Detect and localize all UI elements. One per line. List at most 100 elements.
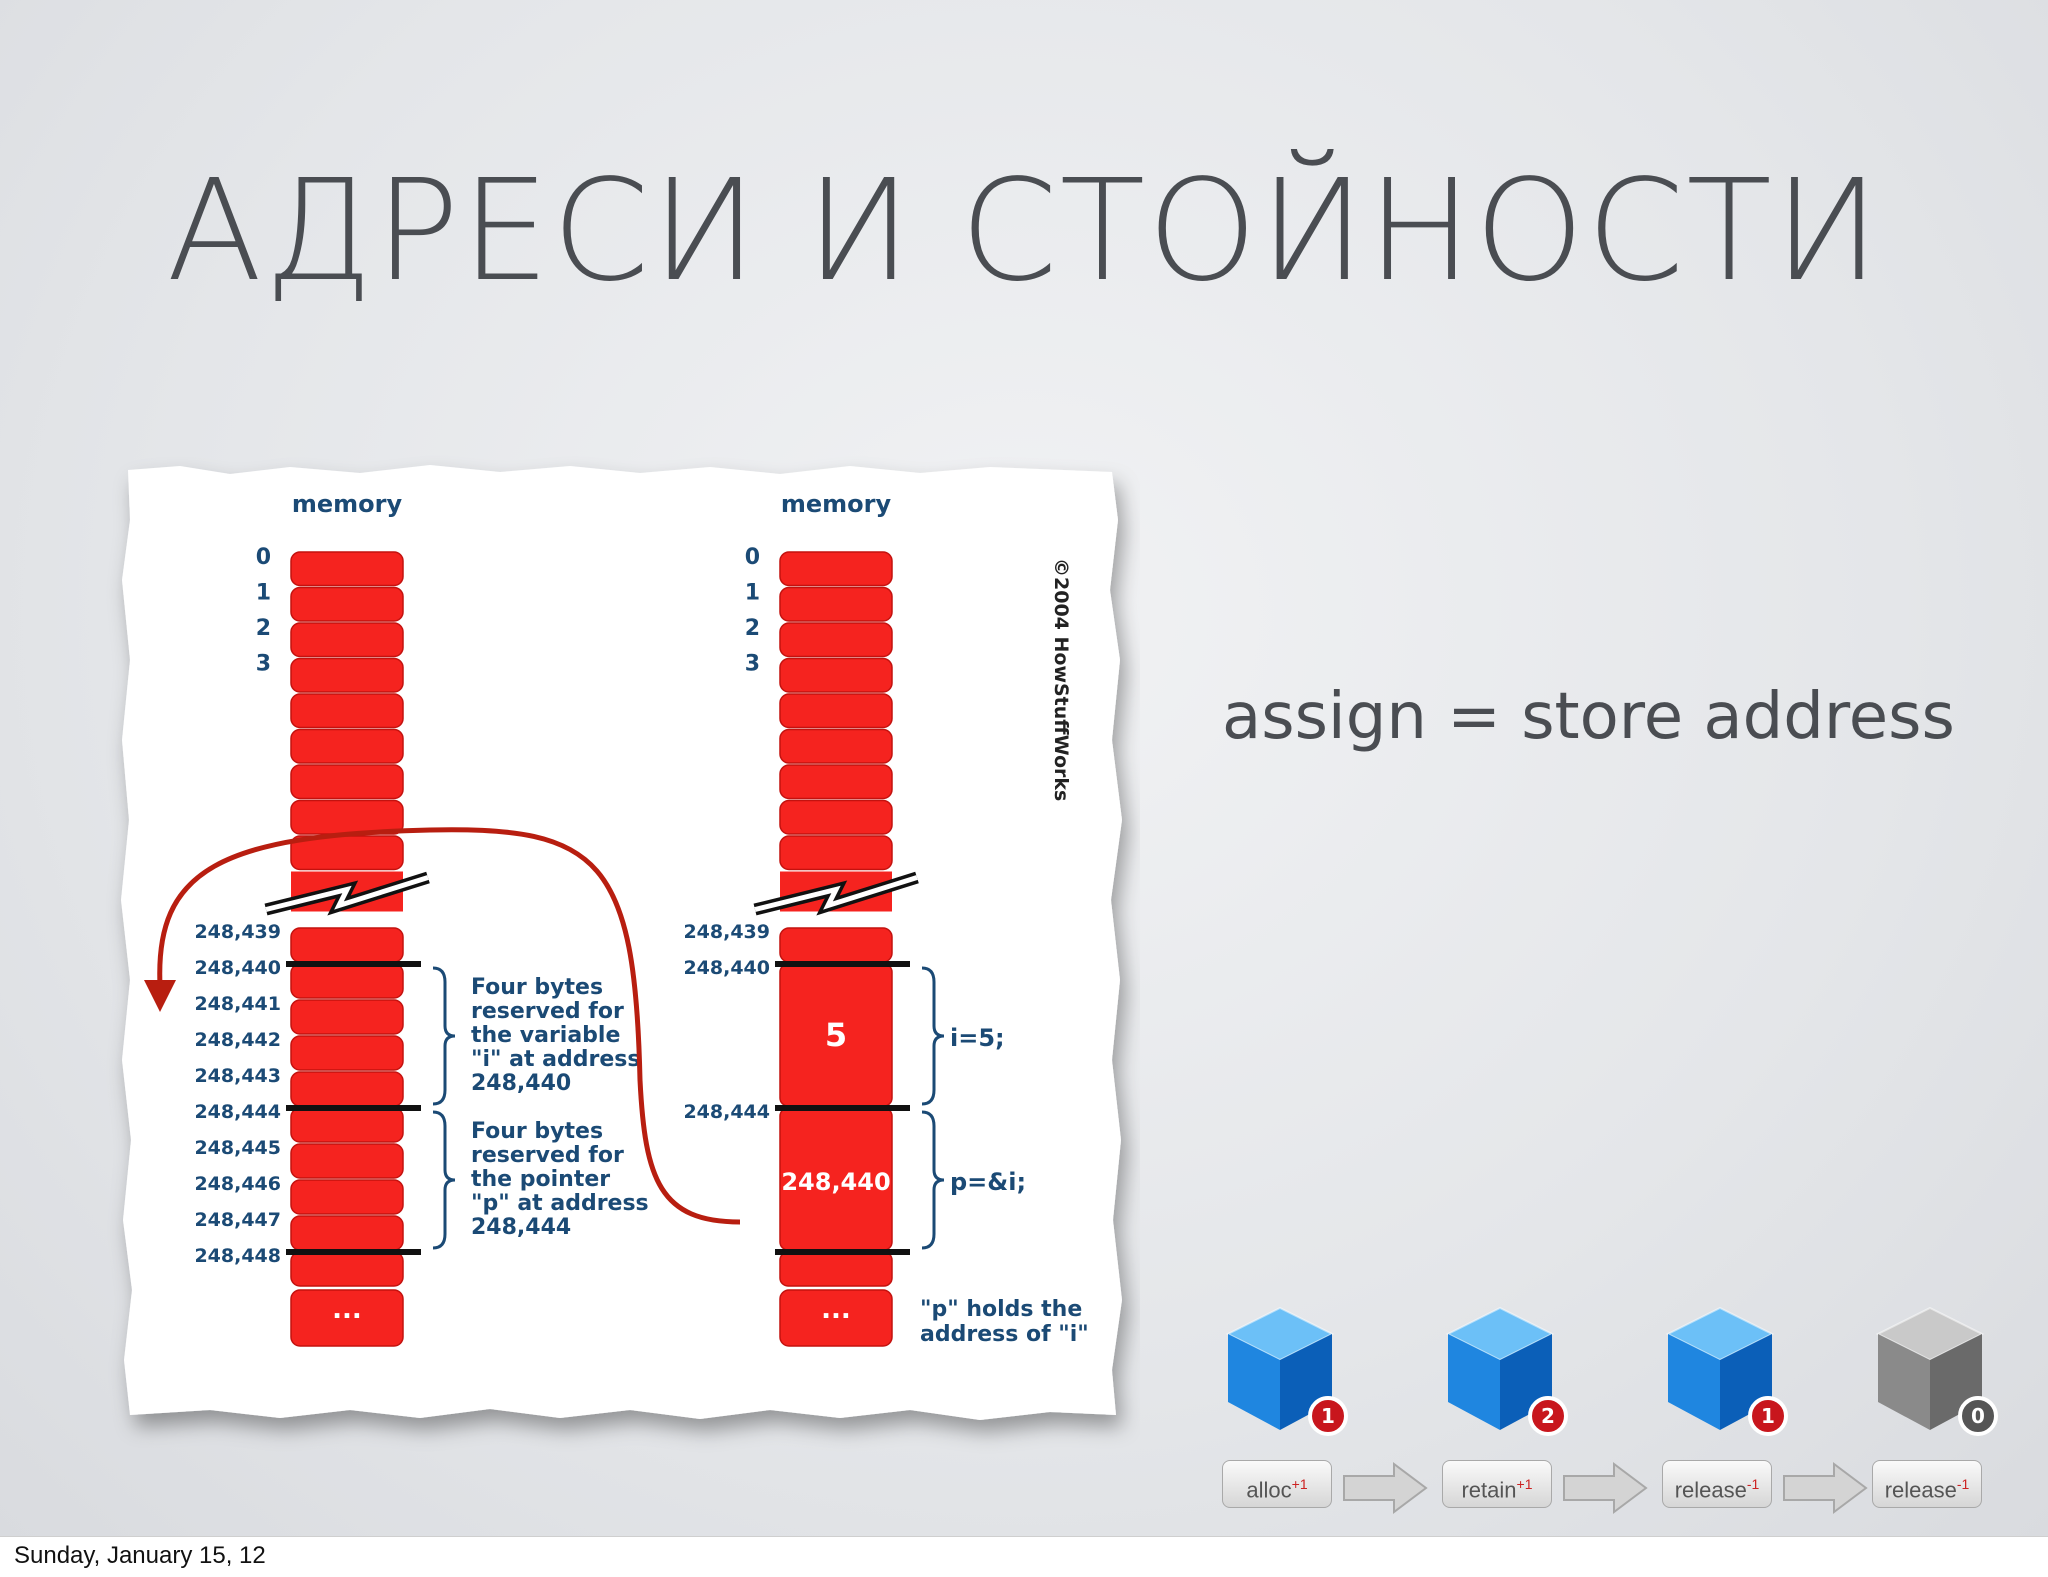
right-cell-top <box>779 586 893 622</box>
slide-subtitle: assign = store address <box>1222 680 1955 754</box>
left-address-top: 0 <box>256 545 271 570</box>
pointer-arrow <box>157 827 741 1225</box>
object-cube-icon: 1 <box>1660 1300 1788 1440</box>
pointer-arrow-head <box>144 980 176 1012</box>
left-cell-bottom <box>290 1107 404 1143</box>
left-cell-top <box>290 799 404 835</box>
right-value-p: 248,440 <box>781 1168 890 1196</box>
step-arrow-icon <box>1340 1458 1430 1522</box>
left-address-bottom: 248,443 <box>194 1065 281 1087</box>
left-cell-ellipsis <box>290 1289 404 1347</box>
right-address-bottom: 248,439 <box>683 921 770 943</box>
left-cell-bottom <box>290 999 404 1035</box>
refcount-step-label: alloc+1 <box>1222 1460 1332 1508</box>
left-address-bottom: 248,446 <box>194 1173 281 1195</box>
left-cell-bottom <box>290 1215 404 1251</box>
left-address-bottom: 248,444 <box>194 1101 281 1123</box>
left-note-p: Four bytes <box>471 1119 603 1144</box>
left-address-top: 2 <box>256 616 271 641</box>
left-address-bottom: 248,448 <box>194 1245 281 1267</box>
right-cell-top <box>779 799 893 835</box>
right-value-i: 5 <box>825 1016 847 1054</box>
slide-title: АДРЕСИ И СТОЙНОСТИ <box>166 150 1882 313</box>
right-cell-top <box>779 622 893 658</box>
right-cell-ellipsis <box>779 1289 893 1347</box>
left-cell-bottom <box>290 1143 404 1179</box>
step-label: release <box>1674 1477 1747 1503</box>
right-note: address of "i" <box>920 1322 1089 1347</box>
right-address-top: 0 <box>745 545 760 570</box>
left-cell-bottom <box>290 1071 404 1107</box>
left-address-top: 3 <box>256 652 271 677</box>
step-delta: +1 <box>1291 1476 1308 1492</box>
left-note-p: "p" at address <box>471 1191 649 1216</box>
left-cell-top <box>290 551 404 587</box>
ref-count-badge: 2 <box>1541 1404 1555 1428</box>
left-cell-top <box>290 622 404 658</box>
left-address-bottom: 248,442 <box>194 1029 281 1051</box>
left-cell-top <box>290 586 404 622</box>
refcount-step-label: release-1 <box>1872 1460 1982 1508</box>
left-header: memory <box>292 490 403 518</box>
right-label-i: i=5; <box>950 1024 1005 1052</box>
left-address-bottom: 248,445 <box>194 1137 281 1159</box>
right-address-top: 2 <box>745 616 760 641</box>
right-cell-top <box>779 693 893 729</box>
memory-diagram: memory 0 1 2 3... 248,439 248,440 248,441 248,44… <box>121 465 1122 1420</box>
left-brace-p <box>432 1110 456 1250</box>
left-cell-bottom <box>290 963 404 999</box>
refcount-strip: 1 alloc+1 2 retain+1 1 release-1 <box>1200 1300 2000 1520</box>
right-cell-top <box>779 835 893 871</box>
footer-bar <box>0 1536 2048 1577</box>
left-note-i: "i" at address <box>471 1047 640 1072</box>
ref-count-badge: 0 <box>1971 1404 1985 1428</box>
left-address-top: 1 <box>256 581 271 606</box>
step-label: alloc <box>1246 1477 1292 1503</box>
object-cube-icon: 2 <box>1440 1300 1568 1440</box>
left-cell-top <box>290 657 404 693</box>
right-cell-top <box>779 657 893 693</box>
right-note: "p" holds the <box>920 1297 1082 1322</box>
step-delta: -1 <box>1956 1476 1970 1492</box>
refcount-step-label: release-1 <box>1662 1460 1772 1508</box>
right-address-bottom: 248,440 <box>683 957 770 979</box>
left-ellipsis: ... <box>332 1295 362 1325</box>
left-address-bottom: 248,439 <box>194 921 281 943</box>
step-arrow-icon <box>1780 1458 1870 1522</box>
right-address-bottom: 248,444 <box>683 1101 770 1123</box>
right-cell-bottom <box>779 1251 893 1287</box>
right-cell-top <box>779 728 893 764</box>
left-note-i: the variable <box>471 1023 620 1048</box>
left-note-i: Four bytes <box>471 975 603 1000</box>
copyright-text: ©2004 HowStuffWorks <box>1050 558 1072 801</box>
step-arrow-icon <box>1560 1458 1650 1522</box>
left-cell-bottom <box>290 1179 404 1215</box>
left-break-mark-inner <box>265 875 429 912</box>
ref-count-badge: 1 <box>1761 1404 1775 1428</box>
right-brace-i <box>921 966 945 1106</box>
step-label: release <box>1884 1477 1957 1503</box>
left-brace-i <box>432 966 456 1106</box>
right-ellipsis: ... <box>821 1295 851 1325</box>
object-cube-icon: 1 <box>1220 1300 1348 1440</box>
step-label: retain <box>1461 1477 1517 1503</box>
right-cell-bottom <box>779 927 893 963</box>
right-brace-p <box>921 1110 945 1250</box>
left-cell-bottom <box>290 1035 404 1071</box>
right-label-p: p=&i; <box>950 1168 1026 1196</box>
refcount-step-label: retain+1 <box>1442 1460 1552 1508</box>
object-cube-icon: 0 <box>1870 1300 1998 1440</box>
right-break-mark-inner <box>754 875 918 912</box>
left-cell-bottom <box>290 1251 404 1287</box>
left-address-bottom: 248,441 <box>194 993 281 1015</box>
right-cell-top <box>779 551 893 587</box>
left-cell-top <box>290 764 404 800</box>
left-address-bottom: 248,447 <box>194 1209 281 1231</box>
right-cell-top <box>779 764 893 800</box>
left-note-i: reserved for <box>471 999 624 1024</box>
right-header: memory <box>781 490 892 518</box>
left-note-p: reserved for <box>471 1143 624 1168</box>
step-delta: -1 <box>1746 1476 1760 1492</box>
footer-date: Sunday, January 15, 12 <box>14 1542 266 1569</box>
left-cell-bottom <box>290 927 404 963</box>
